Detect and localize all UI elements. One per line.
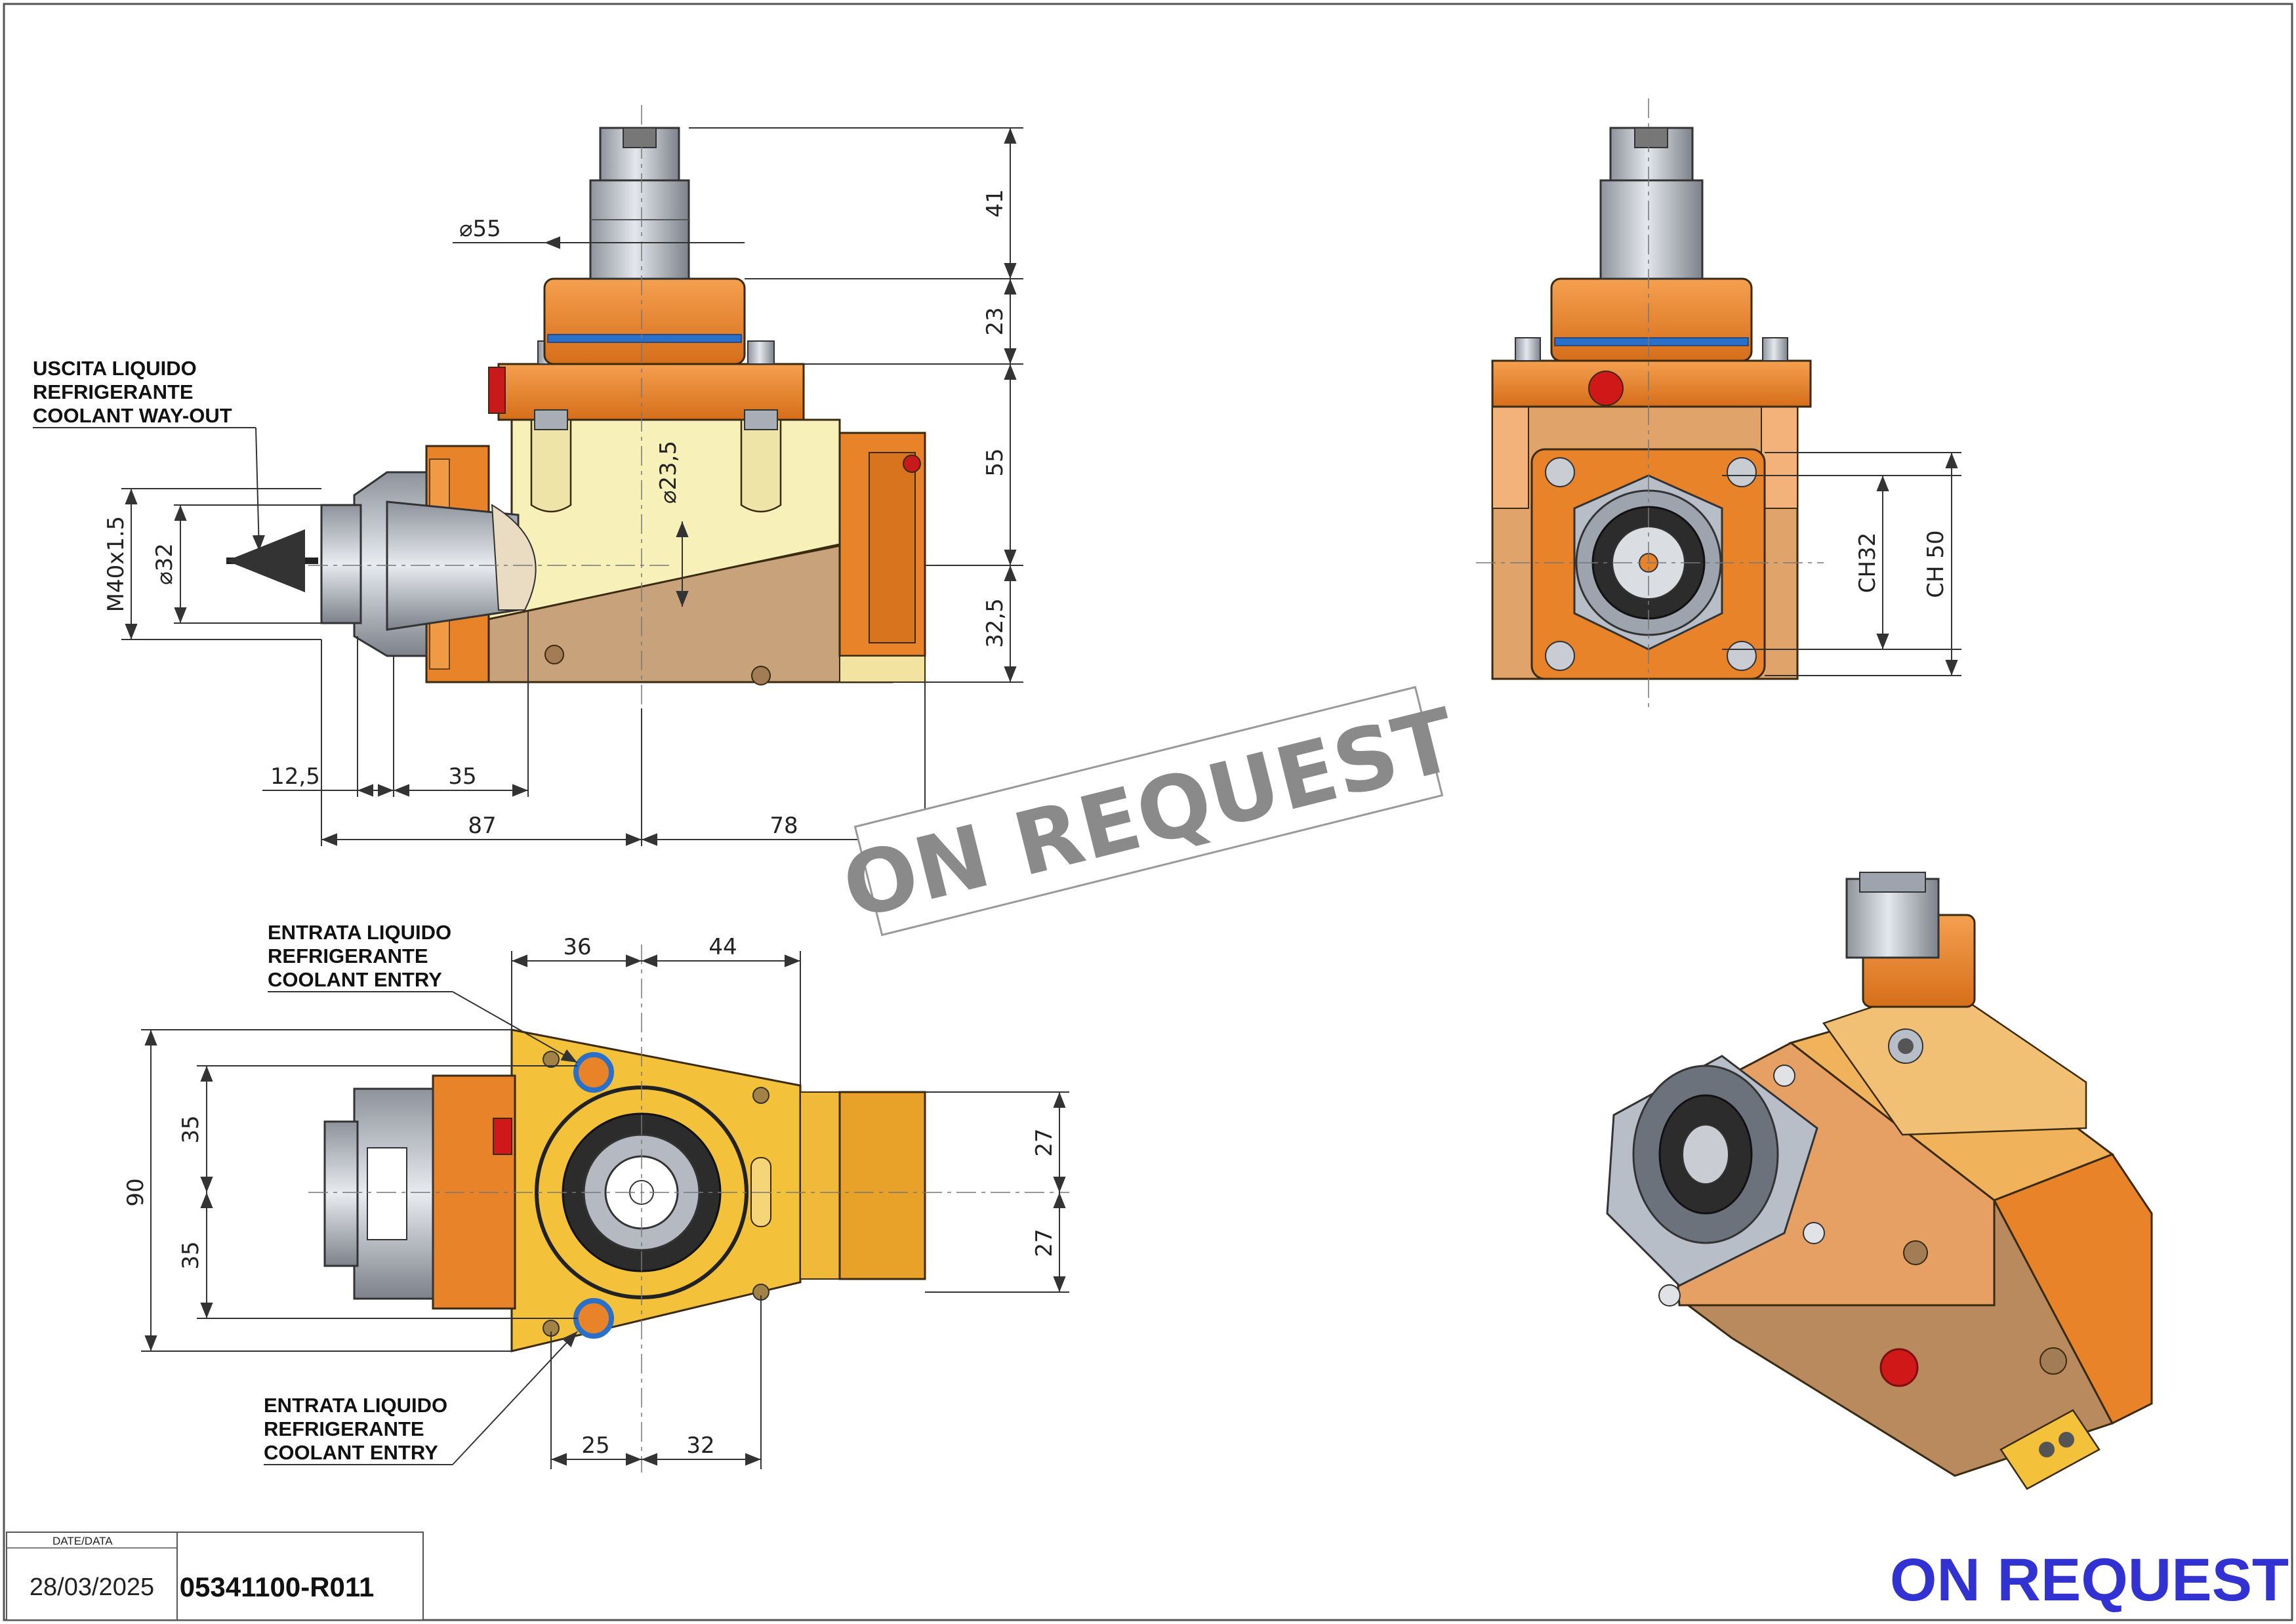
on-request-stamp: ON REQUEST <box>833 685 1466 939</box>
title-block-drawing-code: 05341100-R011 <box>180 1572 375 1602</box>
title-block-date: 28/03/2025 <box>30 1573 154 1601</box>
dim-23: 23 <box>982 307 1008 335</box>
svg-text:COOLANT ENTRY: COOLANT ENTRY <box>264 1441 438 1464</box>
dim-32-5: 32,5 <box>982 598 1008 648</box>
dim-diameter-55: ⌀55 <box>459 216 501 242</box>
dim-ch32: CH32 <box>1855 533 1881 594</box>
front-view-red-plug <box>1588 371 1624 406</box>
svg-text:COOLANT WAY-OUT: COOLANT WAY-OUT <box>33 404 232 427</box>
front-view-flange-plate <box>1491 359 1812 408</box>
front-view <box>1476 98 1824 708</box>
svg-text:ENTRATA LIQUIDO: ENTRATA LIQUIDO <box>268 921 451 944</box>
dim-78: 78 <box>769 813 798 839</box>
dim-25: 25 <box>581 1432 609 1459</box>
sheet-border <box>3 3 2293 1621</box>
svg-text:COOLANT ENTRY: COOLANT ENTRY <box>268 968 442 991</box>
dim-55: 55 <box>982 448 1008 476</box>
top-view-coolant-port-top <box>573 1052 614 1093</box>
front-view-dimensions: CH32 CH 50 <box>1722 452 1961 676</box>
note-coolant-entry-bottom: ENTRATA LIQUIDO REFRIGERANTE COOLANT ENT… <box>264 1331 578 1465</box>
side-view-drive-shaft <box>589 179 690 280</box>
dim-35-upper: 35 <box>178 1115 204 1143</box>
dim-diameter-32: ⌀32 <box>152 543 178 585</box>
dim-87: 87 <box>468 813 496 839</box>
svg-text:REFRIGERANTE: REFRIGERANTE <box>33 380 194 403</box>
top-view-coolant-port-bottom <box>573 1298 614 1339</box>
on-request-notice: ON REQUEST <box>1890 1547 2289 1614</box>
dim-12-5: 12,5 <box>270 763 320 790</box>
svg-text:REFRIGERANTE: REFRIGERANTE <box>264 1417 424 1440</box>
side-view-collar <box>543 277 746 365</box>
dim-44: 44 <box>708 934 737 960</box>
front-view-collar <box>1550 277 1753 362</box>
svg-text:ENTRATA LIQUIDO: ENTRATA LIQUIDO <box>264 1394 447 1417</box>
svg-text:REFRIGERANTE: REFRIGERANTE <box>268 944 428 967</box>
dim-thread-m40: M40x1.5 <box>103 516 129 613</box>
side-view-dimensions: 41 23 55 32,5 ⌀55 ⌀23,5 M40x1.5 ⌀32 12,5… <box>103 127 1023 846</box>
side-view <box>226 105 926 708</box>
svg-text:USCITA LIQUIDO: USCITA LIQUIDO <box>33 357 197 380</box>
note-coolant-entry-top: ENTRATA LIQUIDO REFRIGERANTE COOLANT ENT… <box>268 921 578 1063</box>
dim-32-bottom: 32 <box>686 1432 714 1459</box>
top-view <box>308 944 1069 1472</box>
note-coolant-way-out: USCITA LIQUIDO REFRIGERANTE COOLANT WAY-… <box>33 357 265 552</box>
title-block-date-label: DATE/DATA <box>52 1535 113 1547</box>
dim-35-lower: 35 <box>178 1241 204 1269</box>
isometric-view <box>1606 872 2153 1490</box>
dim-36: 36 <box>563 934 591 960</box>
dim-35: 35 <box>448 763 476 790</box>
top-view-dimensions: 36 44 90 35 35 27 27 25 32 <box>123 934 1069 1469</box>
dim-ch50: CH 50 <box>1923 530 1949 598</box>
front-view-drive-shaft <box>1599 179 1704 280</box>
dim-27-upper: 27 <box>1031 1128 1057 1156</box>
title-block: DATE/DATA 28/03/2025 05341100-R011 <box>6 1532 424 1621</box>
dim-diameter-23-5: ⌀23,5 <box>655 441 682 504</box>
iso-grease-plug <box>1879 1348 1919 1387</box>
dim-90: 90 <box>123 1178 149 1206</box>
dim-27-lower: 27 <box>1031 1228 1057 1257</box>
dim-41: 41 <box>982 189 1008 217</box>
